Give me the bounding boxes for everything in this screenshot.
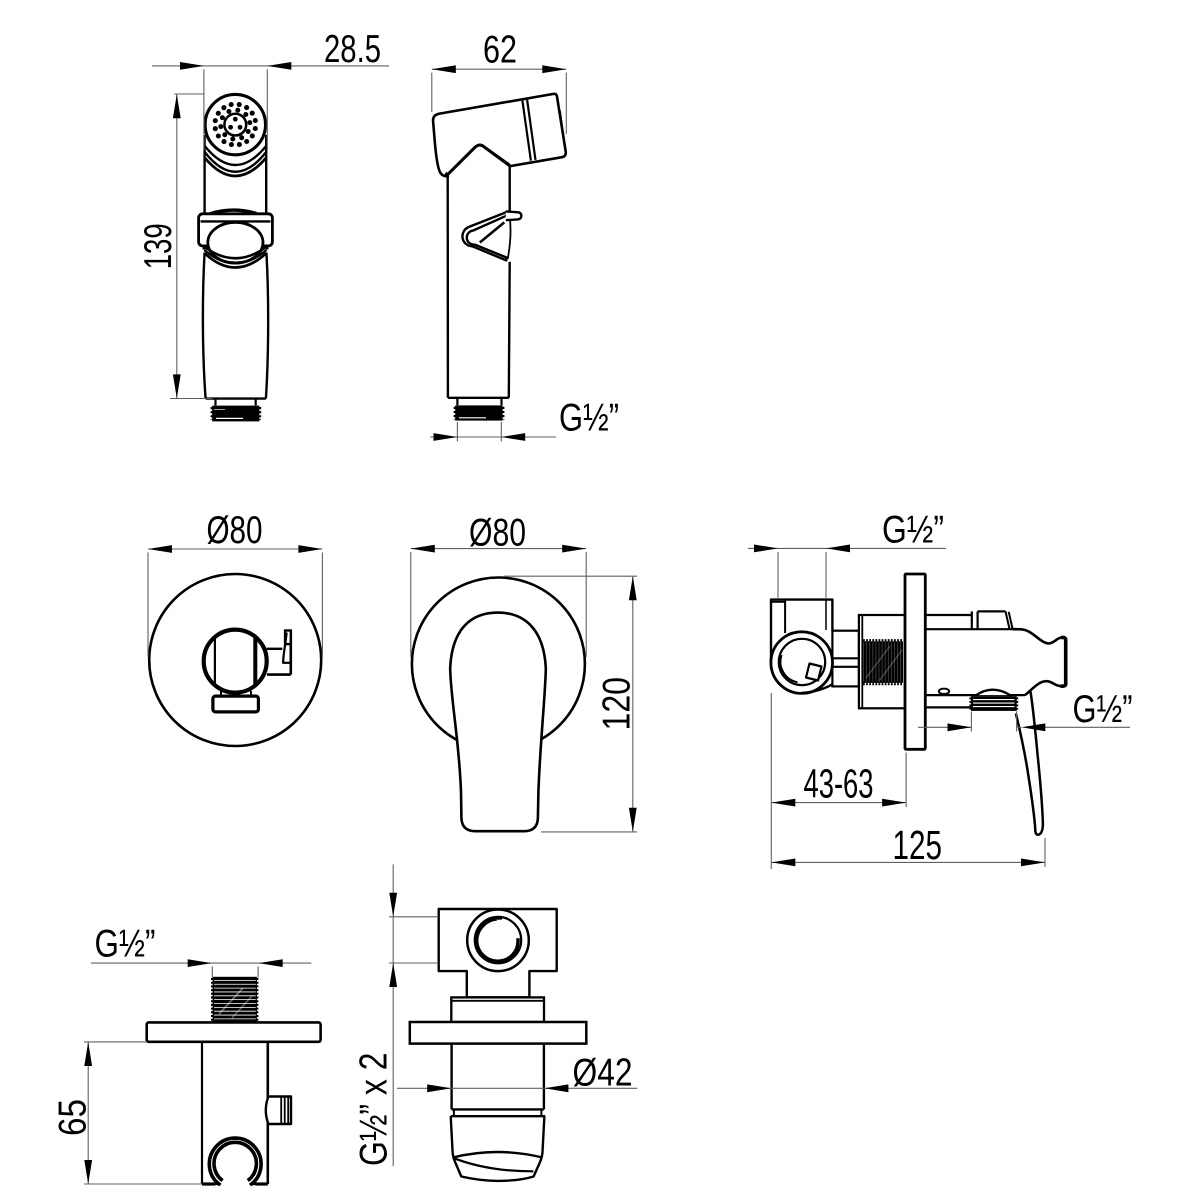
svg-text:G½”: G½” xyxy=(559,397,619,440)
svg-text:G½” x 2: G½” x 2 xyxy=(353,1053,396,1167)
svg-text:28.5: 28.5 xyxy=(324,28,381,71)
svg-text:G½”: G½” xyxy=(95,923,156,966)
svg-text:43-63: 43-63 xyxy=(804,761,874,807)
svg-text:Ø42: Ø42 xyxy=(573,1052,633,1095)
svg-text:65: 65 xyxy=(52,1099,95,1136)
svg-text:139: 139 xyxy=(137,223,180,269)
svg-text:G½”: G½” xyxy=(1073,688,1133,731)
svg-text:125: 125 xyxy=(893,822,943,868)
svg-text:G½”: G½” xyxy=(882,509,944,552)
svg-text:Ø80: Ø80 xyxy=(207,509,263,552)
svg-text:62: 62 xyxy=(483,29,517,72)
svg-text:120: 120 xyxy=(596,677,639,731)
svg-text:Ø80: Ø80 xyxy=(469,512,526,555)
